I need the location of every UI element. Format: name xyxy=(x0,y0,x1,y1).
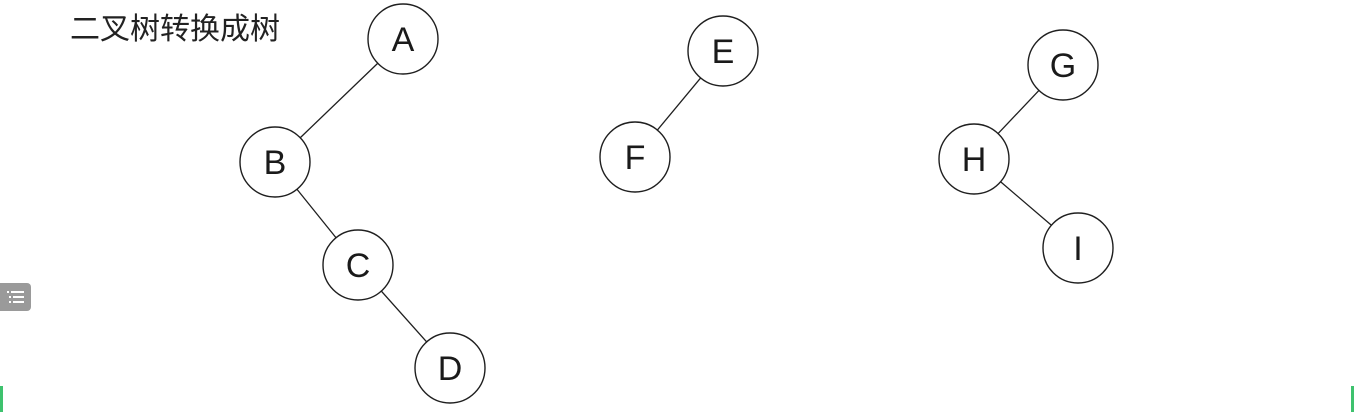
node-label: D xyxy=(438,350,463,388)
tree-node-i: I xyxy=(1042,212,1114,284)
tree-node-c: C xyxy=(322,229,394,301)
node-circle xyxy=(414,332,486,404)
edge-layer xyxy=(296,62,1052,343)
tree-node-h: H xyxy=(938,123,1010,195)
edge-c-d xyxy=(380,290,428,343)
left-edge-marker xyxy=(0,386,3,412)
node-circle xyxy=(938,123,1010,195)
node-circle xyxy=(599,121,671,193)
node-circle xyxy=(1042,212,1114,284)
node-circle xyxy=(1027,29,1099,101)
node-circle xyxy=(687,15,759,87)
tree-node-f: F xyxy=(599,121,671,193)
tree-node-d: D xyxy=(414,332,486,404)
page-title: 二叉树转换成树 xyxy=(70,12,280,47)
edge-g-h xyxy=(997,89,1040,135)
node-label: E xyxy=(712,33,735,71)
edge-h-i xyxy=(1000,181,1052,226)
toc-button[interactable] xyxy=(0,283,31,311)
node-label: B xyxy=(264,144,287,182)
node-label: C xyxy=(346,247,371,285)
node-circle xyxy=(239,126,311,198)
node-layer: A B C D E F G H I xyxy=(239,3,1114,404)
node-circle xyxy=(322,229,394,301)
node-label: A xyxy=(392,21,415,59)
tree-node-a: A xyxy=(367,3,439,75)
right-edge-marker xyxy=(1351,386,1354,412)
edge-e-f xyxy=(656,77,702,131)
edge-b-c xyxy=(296,188,337,239)
node-label: H xyxy=(962,141,987,179)
list-icon xyxy=(7,291,24,303)
tree-node-g: G xyxy=(1027,29,1099,101)
node-label: I xyxy=(1073,230,1082,268)
node-label: F xyxy=(625,139,646,177)
tree-node-b: B xyxy=(239,126,311,198)
tree-node-e: E xyxy=(687,15,759,87)
node-label: G xyxy=(1050,47,1076,85)
edge-a-b xyxy=(299,62,379,139)
node-circle xyxy=(367,3,439,75)
